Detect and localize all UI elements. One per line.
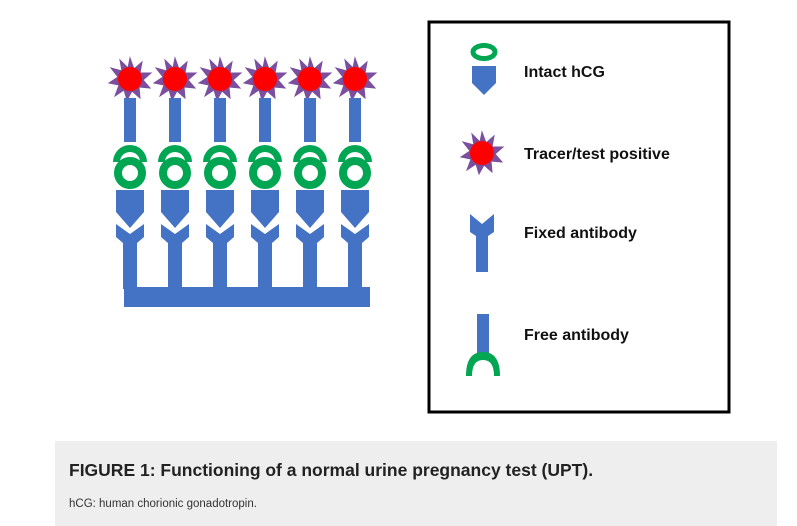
- hcg-body: [116, 190, 144, 228]
- free-antibody-icon: [466, 314, 500, 376]
- antibody-column: [333, 57, 377, 289]
- tracer-marker: [333, 57, 377, 101]
- tracer-marker: [108, 57, 152, 101]
- test-strip-assembly: [108, 57, 377, 307]
- antibody-column: [243, 57, 287, 289]
- free-antibody-stem: [304, 98, 316, 142]
- strip-base: [124, 287, 370, 307]
- free-antibody-stem: [124, 98, 136, 142]
- free-antibody-cup: [113, 145, 147, 162]
- fixed-antibody: [341, 224, 369, 289]
- free-antibody-stem: [349, 98, 361, 142]
- hcg-body: [161, 190, 189, 228]
- upt-diagram: [108, 20, 731, 414]
- hcg-ring: [339, 157, 371, 189]
- free-antibody-stem: [169, 98, 181, 142]
- fixed-antibody: [116, 224, 144, 289]
- tracer-marker: [198, 57, 242, 101]
- hcg-ring: [294, 157, 326, 189]
- tracer-marker: [243, 57, 287, 101]
- antibody-column: [153, 57, 197, 289]
- tracer-icon: [460, 131, 504, 175]
- free-antibody-stem: [259, 98, 271, 142]
- fixed-antibody: [296, 224, 324, 289]
- fixed-antibody: [251, 224, 279, 289]
- free-antibody-cup: [338, 145, 372, 162]
- figure-caption: FIGURE 1: Functioning of a normal urine …: [55, 441, 777, 526]
- free-antibody-cup: [293, 145, 327, 162]
- legend-box: [427, 20, 731, 414]
- antibody-columns: [108, 57, 377, 289]
- caption-title: FIGURE 1: Functioning of a normal urine …: [69, 460, 594, 480]
- fixed-antibody: [161, 224, 189, 289]
- hcg-body: [341, 190, 369, 228]
- hcg-body: [206, 190, 234, 228]
- legend-label-free-antibody: Free antibody: [524, 327, 629, 344]
- antibody-column: [288, 57, 332, 289]
- caption-note: hCG: human chorionic gonadotropin.: [69, 498, 257, 510]
- legend-label-fixed-antibody: Fixed antibody: [524, 225, 637, 242]
- antibody-column: [108, 57, 152, 289]
- hcg-body: [296, 190, 324, 228]
- legend-label-tracer: Tracer/test positive: [524, 146, 670, 163]
- fixed-antibody: [206, 224, 234, 289]
- fixed-antibody-icon: [470, 214, 494, 272]
- hcg-ring: [249, 157, 281, 189]
- free-antibody-cup: [248, 145, 282, 162]
- free-antibody-cup: [158, 145, 192, 162]
- hcg-ring: [159, 157, 191, 189]
- hcg-ring: [114, 157, 146, 189]
- antibody-column: [198, 57, 242, 289]
- legend-label-intact-hcg: Intact hCG: [524, 64, 605, 81]
- intact-hcg-icon: [470, 43, 498, 95]
- hcg-ring: [204, 157, 236, 189]
- hcg-body: [251, 190, 279, 228]
- tracer-marker: [288, 57, 332, 101]
- free-antibody-cup: [203, 145, 237, 162]
- tracer-marker: [153, 57, 197, 101]
- free-antibody-stem: [214, 98, 226, 142]
